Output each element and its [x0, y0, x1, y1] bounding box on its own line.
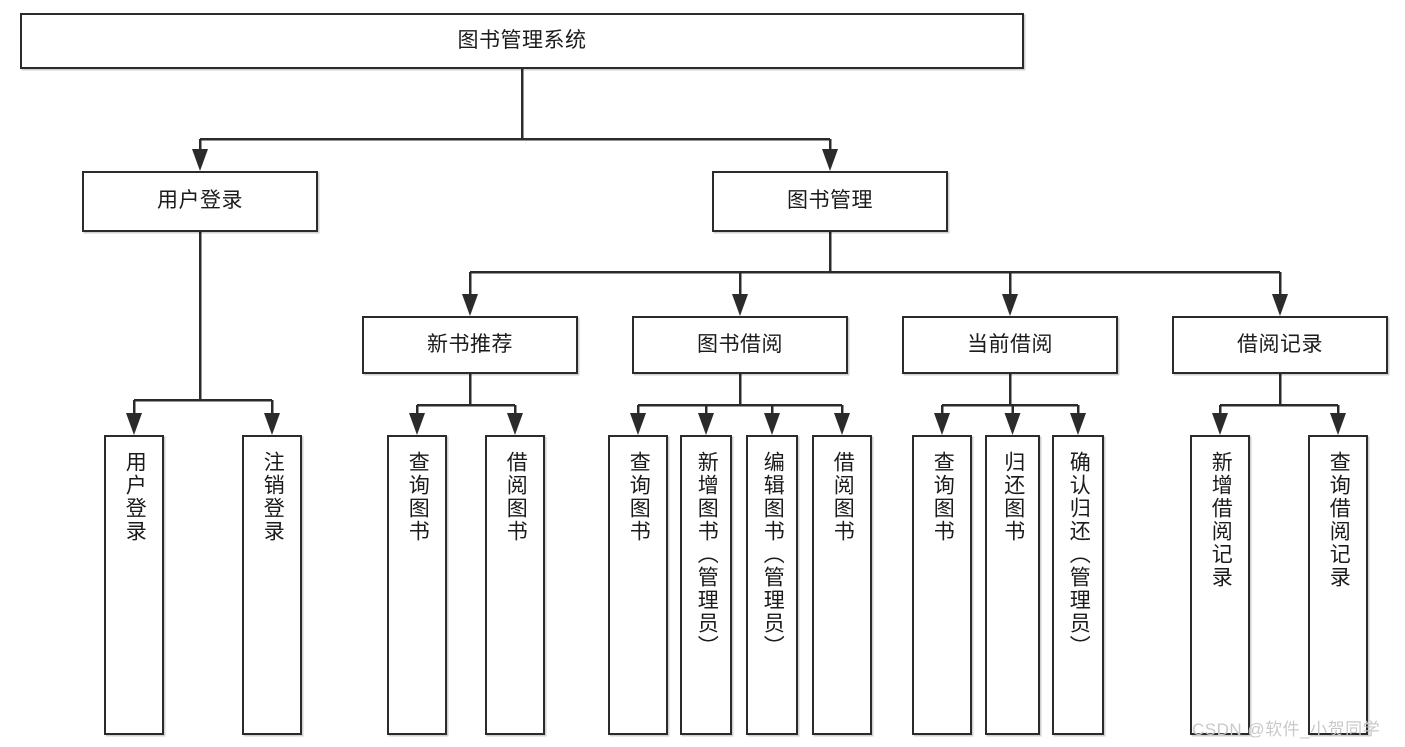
edge-arrowhead	[732, 294, 748, 316]
node-root[interactable]: 图书管理系统	[20, 13, 1024, 69]
edge-arrowhead	[934, 413, 950, 435]
edge-arrowhead	[1002, 294, 1018, 316]
node-label: 查询图书	[406, 451, 430, 543]
node-records[interactable]: 借阅记录	[1172, 316, 1388, 374]
node-label: 新书推荐	[427, 332, 513, 356]
node-label: 新增借阅记录	[1209, 451, 1233, 589]
node-label: 查询图书	[627, 451, 651, 543]
node-newbook[interactable]: 新书推荐	[362, 316, 578, 374]
node-label: 当前借阅	[967, 332, 1053, 356]
node-borrow-4[interactable]: 借阅图书	[812, 435, 872, 735]
edge-arrowhead	[630, 413, 646, 435]
node-label: 借阅图书	[831, 451, 855, 543]
edge-arrowhead	[507, 413, 523, 435]
edge-arrowhead	[1004, 413, 1021, 435]
edge-arrowhead	[1212, 413, 1228, 435]
edge-arrowhead	[126, 413, 142, 435]
node-label: 新增图书（管理员）	[695, 451, 719, 658]
node-current[interactable]: 当前借阅	[902, 316, 1118, 374]
node-newbook-1[interactable]: 查询图书	[387, 435, 447, 735]
edge-arrowhead	[822, 149, 838, 171]
edge-arrowhead	[192, 149, 208, 171]
node-label: 用户登录	[157, 189, 243, 213]
node-label: 图书管理	[787, 189, 873, 213]
node-bookmgmt[interactable]: 图书管理	[712, 171, 948, 232]
node-borrow-2[interactable]: 新增图书（管理员）	[680, 435, 732, 735]
node-label: 图书管理系统	[457, 28, 587, 52]
node-records-1[interactable]: 新增借阅记录	[1190, 435, 1250, 735]
node-login-2[interactable]: 注销登录	[242, 435, 302, 735]
edge-arrowhead	[264, 413, 280, 435]
node-current-3[interactable]: 确认归还（管理员）	[1052, 435, 1104, 735]
node-label: 编辑图书（管理员）	[761, 451, 785, 658]
node-label: 用户登录	[123, 451, 147, 543]
edge-arrowhead	[834, 413, 850, 435]
node-login[interactable]: 用户登录	[82, 171, 318, 232]
node-borrow[interactable]: 图书借阅	[632, 316, 848, 374]
node-borrow-3[interactable]: 编辑图书（管理员）	[746, 435, 798, 735]
node-borrow-1[interactable]: 查询图书	[608, 435, 668, 735]
node-label: 查询借阅记录	[1327, 451, 1351, 589]
node-label: 借阅记录	[1237, 332, 1323, 356]
node-label: 确认归还（管理员）	[1067, 451, 1091, 658]
edge-arrowhead	[1272, 294, 1288, 316]
node-current-2[interactable]: 归还图书	[985, 435, 1040, 735]
edge-arrowhead	[409, 413, 425, 435]
edge-arrowhead	[1070, 413, 1086, 435]
node-label: 图书借阅	[697, 332, 783, 356]
node-newbook-2[interactable]: 借阅图书	[485, 435, 545, 735]
edge-arrowhead	[698, 413, 714, 435]
node-records-2[interactable]: 查询借阅记录	[1308, 435, 1368, 735]
node-label: 查询图书	[931, 451, 955, 543]
node-label: 借阅图书	[504, 451, 528, 543]
node-login-1[interactable]: 用户登录	[104, 435, 164, 735]
node-current-1[interactable]: 查询图书	[912, 435, 972, 735]
edge-arrowhead	[1330, 413, 1346, 435]
edge-arrowhead	[764, 413, 780, 435]
node-label: 归还图书	[1001, 451, 1025, 543]
node-label: 注销登录	[261, 451, 285, 543]
edge-arrowhead	[462, 294, 478, 316]
